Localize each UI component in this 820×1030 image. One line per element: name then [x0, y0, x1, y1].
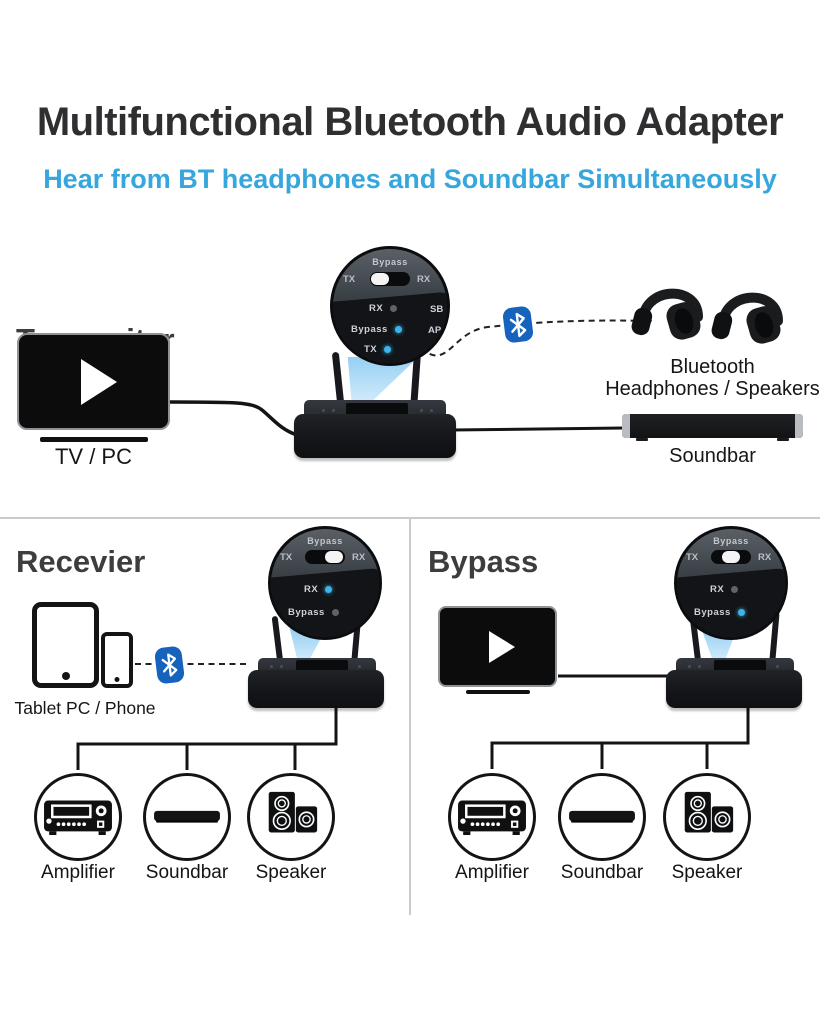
bluetooth-icon: [501, 305, 535, 344]
soundbar-icon: [154, 810, 220, 823]
mode-switch: [711, 550, 751, 564]
headphones-label-line1: Bluetooth: [670, 356, 755, 378]
mode-switch: [370, 272, 410, 286]
mode-switch-label: Bypass: [713, 536, 749, 546]
adapter-device: [666, 670, 802, 708]
output-label: Speaker: [255, 862, 327, 883]
bypass-led: [331, 609, 339, 616]
switch-rx-label: RX: [352, 552, 366, 563]
tv-to-adapter-cable: [169, 400, 298, 437]
output-circle-amplifier: [34, 773, 122, 861]
output-circle-speaker: [247, 773, 335, 861]
headphones-icon: [631, 288, 703, 340]
headphones-icon: [711, 292, 783, 344]
tablet-icon: [32, 602, 99, 688]
page-subtitle: Hear from BT headphones and Soundbar Sim…: [43, 164, 777, 194]
output-circle-soundbar: [143, 773, 231, 861]
adapter-device: [294, 414, 456, 458]
output-circle-soundbar: [558, 773, 646, 861]
phone-icon: [101, 632, 133, 688]
play-icon: [488, 630, 515, 663]
soundbar-label: Soundbar: [669, 445, 756, 467]
adapter-screen: [346, 403, 408, 417]
magnifier-circle-receiver: Bypass TX RX RX Bypass: [268, 526, 382, 640]
output-circle-amplifier: [448, 773, 536, 861]
headphones-label-line2: Headphones / Speakers: [605, 378, 820, 400]
magnifier-circle-bypass: Bypass TX RX RX Bypass: [674, 526, 788, 640]
amplifier-icon: [458, 800, 526, 836]
switch-rx-label: RX: [758, 552, 772, 563]
led-row-rx: RX: [369, 303, 398, 314]
bypass-output-wires: [490, 702, 750, 769]
switch-knob: [371, 273, 389, 285]
output-label: Soundbar: [145, 862, 229, 883]
bypass-led: [737, 609, 745, 616]
soundbar-icon: [569, 810, 635, 823]
section-title-bypass: Bypass: [428, 544, 539, 579]
led-row-tx: TX: [364, 344, 392, 355]
led-row-bypass: Bypass: [288, 607, 339, 618]
led-row-rx: RX: [710, 584, 739, 595]
output-label: Soundbar: [560, 862, 644, 883]
codec-label-partial: AP: [428, 325, 442, 336]
output-label: Amplifier: [455, 862, 529, 883]
rx-led: [390, 305, 398, 312]
switch-tx-label: TX: [280, 552, 293, 563]
rx-led: [731, 586, 739, 593]
adapter-device: [248, 670, 384, 708]
switch-rx-label: RX: [417, 274, 431, 285]
amplifier-icon: [44, 800, 112, 836]
magnifier-circle-transmitter: Bypass TX RX RX SB Bypass AP TX: [330, 246, 450, 366]
tablet-phone-label: Tablet PC / Phone: [14, 698, 156, 718]
bluetooth-icon: [153, 645, 186, 685]
adapter-screen: [714, 660, 766, 672]
tv-stand: [40, 437, 148, 442]
vertical-divider: [409, 517, 411, 915]
section-title-receiver: Recevier: [16, 544, 146, 579]
output-circle-speaker: [663, 773, 751, 861]
soundbar-image: [622, 414, 803, 441]
adapter-face-zoom: [677, 567, 785, 637]
bypass-led: [394, 326, 402, 333]
play-icon: [80, 358, 117, 405]
mode-switch-label: Bypass: [307, 536, 343, 546]
codec-label-partial: SB: [430, 304, 444, 315]
bluetooth-dashed-link-top: [420, 319, 653, 357]
adapter-to-soundbar-cable: [451, 426, 625, 432]
switch-knob: [722, 551, 740, 563]
led-row-bypass: Bypass: [351, 324, 402, 335]
adapter-screen: [296, 660, 348, 672]
switch-tx-label: TX: [686, 552, 699, 563]
led-row-rx: RX: [304, 584, 333, 595]
tx-led: [384, 346, 392, 353]
output-label: Speaker: [671, 862, 743, 883]
speaker-icon: [684, 791, 734, 833]
output-label: Amplifier: [41, 862, 115, 883]
page-title: Multifunctional Bluetooth Audio Adapter: [36, 100, 784, 144]
tv-pc-label: TV / PC: [54, 444, 132, 469]
switch-tx-label: TX: [343, 274, 356, 285]
led-row-bypass: Bypass: [694, 607, 745, 618]
tv-icon: [438, 606, 557, 687]
mode-switch-label: Bypass: [372, 257, 408, 267]
tv-icon: [17, 333, 170, 430]
speaker-icon: [268, 791, 318, 833]
rx-led: [325, 586, 333, 593]
tv-stand: [466, 690, 530, 694]
mode-switch: [305, 550, 345, 564]
adapter-face-zoom: [271, 567, 379, 637]
switch-knob: [325, 551, 343, 563]
